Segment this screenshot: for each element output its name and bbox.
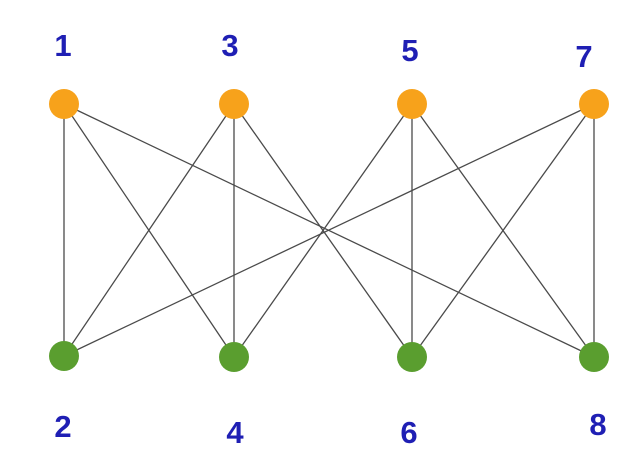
edge-7-2 (63, 103, 595, 357)
node-label-2: 2 (54, 409, 71, 444)
node-label-4: 4 (226, 415, 244, 450)
node-3 (219, 89, 249, 119)
node-label-3: 3 (221, 28, 238, 63)
edge-5-4 (233, 103, 413, 358)
edge-7-6 (411, 103, 595, 358)
node-label-6: 6 (400, 415, 417, 450)
node-7 (579, 89, 609, 119)
node-4 (219, 342, 249, 372)
node-6 (397, 342, 427, 372)
node-label-7: 7 (575, 39, 592, 74)
node-group (49, 89, 609, 372)
edge-group (63, 103, 595, 358)
node-label-8: 8 (589, 407, 606, 442)
node-label-1: 1 (54, 28, 71, 63)
node-2 (49, 341, 79, 371)
node-label-5: 5 (401, 33, 418, 68)
node-8 (579, 342, 609, 372)
label-group: 1 3 5 7 2 4 6 8 (54, 28, 606, 450)
node-5 (397, 89, 427, 119)
node-1 (49, 89, 79, 119)
edge-3-2 (63, 103, 235, 357)
